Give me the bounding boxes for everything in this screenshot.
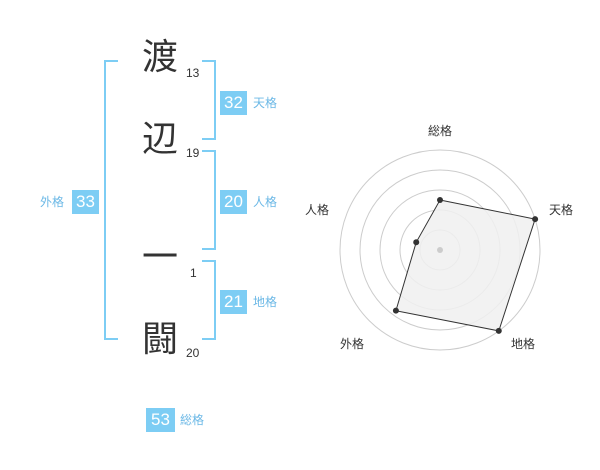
radar-label-jinkaku: 人格 bbox=[305, 203, 330, 217]
tenkaku-label: 天格 bbox=[253, 96, 278, 110]
radar-label-tenkaku: 天格 bbox=[549, 203, 574, 217]
radar-label-chikaku: 地格 bbox=[511, 337, 536, 351]
gaikaku-value: 33 bbox=[72, 190, 99, 214]
radar-grid-ring bbox=[339, 149, 541, 351]
tenkaku-bracket bbox=[202, 60, 216, 140]
chikaku-bracket bbox=[202, 260, 216, 340]
stroke-count-2: 19 bbox=[186, 146, 200, 160]
chikaku-value: 21 bbox=[220, 290, 247, 314]
name-char-2: 辺 bbox=[142, 119, 179, 160]
stroke-count-4: 20 bbox=[186, 346, 200, 360]
chikaku-label: 地格 bbox=[253, 295, 278, 309]
jinkaku-label: 人格 bbox=[253, 195, 278, 209]
radar-center-dot bbox=[437, 247, 443, 253]
name-char-3: 一 bbox=[142, 237, 179, 278]
soukaku-label: 総格 bbox=[180, 413, 205, 427]
stroke-count-3: 1 bbox=[190, 266, 197, 280]
soukaku-value: 53 bbox=[146, 408, 175, 432]
radar-points bbox=[392, 197, 539, 334]
radar-point-gaikaku bbox=[392, 307, 399, 314]
name-char-4: 闘 bbox=[142, 319, 179, 360]
gaikaku-bracket bbox=[104, 60, 118, 340]
radar-point-chikaku bbox=[495, 327, 502, 334]
gaikaku-label: 外格 bbox=[40, 195, 65, 209]
radar-point-soukaku bbox=[437, 197, 443, 203]
radar-label-soukaku: 総格 bbox=[428, 124, 453, 138]
stroke-count-1: 13 bbox=[186, 66, 200, 80]
radar-area bbox=[395, 199, 536, 332]
jinkaku-bracket bbox=[202, 150, 216, 250]
tenkaku-value: 32 bbox=[220, 91, 247, 115]
jinkaku-value: 20 bbox=[220, 190, 247, 214]
name-char-1: 渡 bbox=[142, 37, 179, 78]
radar-point-tenkaku bbox=[532, 216, 539, 223]
radar-label-gaikaku: 外格 bbox=[340, 337, 365, 351]
radar-point-jinkaku bbox=[413, 239, 420, 246]
